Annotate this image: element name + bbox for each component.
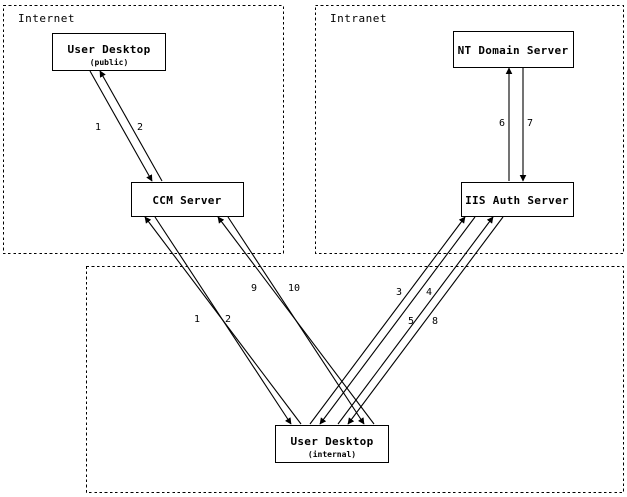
node-user-desktop-internal-box[interactable] bbox=[274, 424, 390, 464]
node-ccm-server-box[interactable] bbox=[130, 181, 245, 218]
zone-internal-border bbox=[85, 265, 625, 494]
edge-group-iis-nt bbox=[505, 67, 527, 182]
edge-label-step-4: 4 bbox=[426, 287, 432, 298]
node-iis-auth-server-box[interactable] bbox=[460, 181, 575, 218]
node-nt-domain-server-title: NT Domain Server bbox=[458, 44, 569, 57]
node-iis-auth-server[interactable]: IIS Auth Server bbox=[460, 181, 575, 218]
edge-label-step-2-internal: 2 bbox=[225, 314, 231, 325]
edge-internal-to-ccm-step-1 bbox=[144, 216, 302, 425]
edge-public-to-ccm-step-1 bbox=[89, 70, 153, 182]
node-nt-domain-server-box[interactable] bbox=[452, 30, 575, 69]
node-user-desktop-internal-subtitle: (internal) bbox=[308, 449, 356, 459]
edge-label-step-7: 7 bbox=[527, 118, 533, 129]
edge-label-step-3: 3 bbox=[396, 287, 402, 298]
edge-group-iis-internal-second bbox=[337, 216, 504, 425]
node-iis-auth-server-title: IIS Auth Server bbox=[465, 194, 569, 207]
edge-group-ccm-internal-second bbox=[217, 216, 375, 425]
edge-internal-to-iis-step-3 bbox=[309, 216, 466, 425]
node-ccm-server[interactable]: CCM Server bbox=[130, 181, 245, 218]
edge-internal-to-iis-step-5 bbox=[337, 216, 494, 425]
zone-internet-label: Internet bbox=[18, 12, 75, 25]
node-nt-domain-server[interactable]: NT Domain Server bbox=[452, 30, 575, 69]
edge-group-iis-internal-first bbox=[309, 216, 476, 425]
edge-label-step-10: 10 bbox=[288, 283, 300, 294]
edge-label-step-9: 9 bbox=[251, 283, 257, 294]
node-user-desktop-public-subtitle: (public) bbox=[90, 57, 129, 67]
edge-iis-to-internal-step-4 bbox=[319, 216, 476, 425]
edge-ccm-to-public-step-2 bbox=[99, 70, 163, 182]
edge-iis-to-internal-step-8 bbox=[347, 216, 504, 425]
node-user-desktop-internal-title: User Desktop bbox=[290, 435, 373, 448]
edge-label-step-6: 6 bbox=[499, 118, 505, 129]
edge-internal-to-ccm-step-9 bbox=[217, 216, 375, 425]
edge-label-step-5: 5 bbox=[408, 316, 414, 327]
edge-group-ccm-internal bbox=[144, 216, 302, 425]
zone-intranet-border bbox=[314, 4, 625, 255]
edge-label-step-2-public: 2 bbox=[137, 122, 143, 133]
edge-label-step-8: 8 bbox=[432, 316, 438, 327]
node-user-desktop-public[interactable]: User Desktop (public) bbox=[51, 32, 167, 72]
node-user-desktop-public-box[interactable] bbox=[51, 32, 167, 72]
node-user-desktop-internal[interactable]: User Desktop (internal) bbox=[274, 424, 390, 464]
edge-group-public-ccm bbox=[89, 70, 163, 182]
edge-label-step-1-internal: 1 bbox=[194, 314, 200, 325]
zone-intranet-label: Intranet bbox=[330, 12, 387, 25]
zone-internet-border bbox=[2, 4, 285, 255]
edge-label-step-1-public: 1 bbox=[95, 122, 101, 133]
node-ccm-server-title: CCM Server bbox=[152, 194, 221, 207]
node-user-desktop-public-title: User Desktop bbox=[67, 43, 150, 56]
